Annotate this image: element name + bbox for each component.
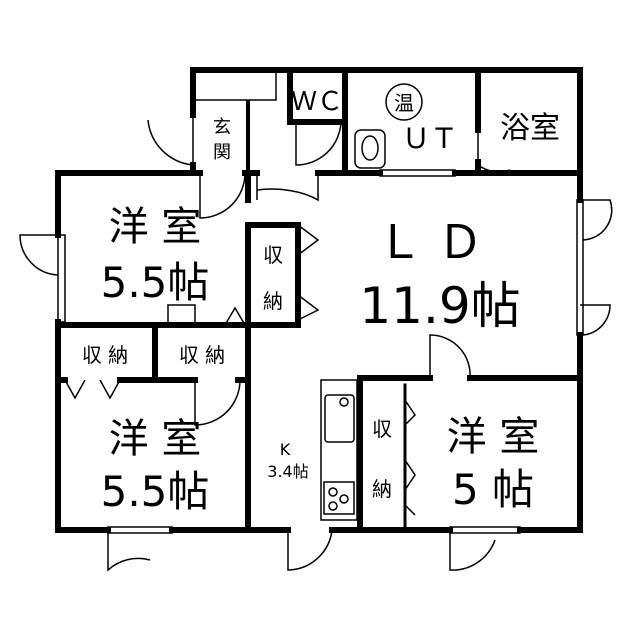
kitchen-size: 3.4帖 (267, 462, 308, 481)
water-heater-icon (385, 83, 423, 121)
kitchen-counter (320, 379, 358, 521)
kitchen-door (287, 529, 333, 571)
ld-size: 11.9帖 (359, 277, 520, 335)
room-labels: ＷＣ 温 ＵＴ 浴室 玄 関 洋 室 5.5帖 収 納 Ｌ Ｄ 11.9帖 収 … (82, 87, 560, 516)
closet-a-label: 収 納 (82, 343, 128, 367)
window-bottom-right (449, 526, 521, 534)
sink-icon (324, 394, 355, 443)
bath-door (477, 130, 511, 173)
western1-size: 5.5帖 (101, 258, 210, 307)
wc-door (295, 121, 342, 166)
storage3-label-2: 納 (372, 477, 392, 501)
western1-name: 洋 室 (109, 204, 202, 250)
ut-label: ＵＴ (402, 122, 458, 155)
genkan-label-2: 関 (213, 142, 231, 163)
room1-door (199, 172, 246, 219)
genkan-label-1: 玄 (213, 117, 231, 138)
stove-icon (323, 481, 355, 515)
storage1-label-1: 収 (263, 243, 283, 267)
window-left (57, 234, 66, 323)
western2-name: 洋 室 (109, 416, 202, 462)
western3-name: 洋 室 (447, 414, 540, 460)
window-right (576, 199, 584, 336)
ld-name: Ｌ Ｄ (377, 215, 484, 269)
entrance-door (147, 115, 194, 166)
western3-size: 5 帖 (452, 465, 534, 514)
bath-label: 浴室 (500, 111, 560, 146)
kitchen-name: K (280, 440, 291, 459)
water-heater-label: 温 (394, 91, 414, 115)
room3-door-arc (429, 334, 471, 379)
wc-label: ＷＣ (291, 87, 343, 117)
closet-b-label: 収 納 (179, 343, 225, 367)
washbasin-icon (354, 129, 386, 169)
walls (55, 67, 583, 533)
storage1-label-2: 納 (263, 289, 283, 313)
window-bottom-left (107, 526, 173, 534)
western2-size: 5.5帖 (101, 467, 210, 516)
storage3-label-1: 収 (372, 417, 392, 441)
thin-lines (19, 71, 613, 572)
window-top (379, 169, 456, 177)
